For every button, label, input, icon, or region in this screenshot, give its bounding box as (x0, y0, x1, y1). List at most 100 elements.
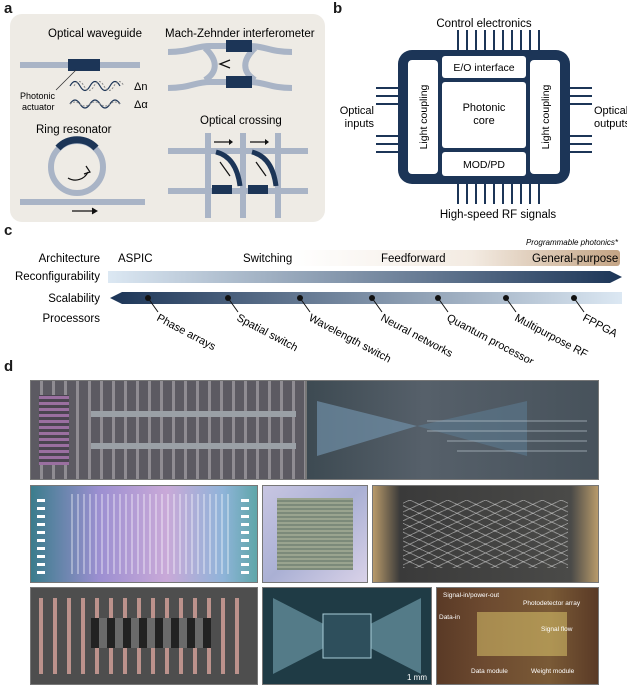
processor-phase-arrays: Phase arrays (155, 312, 218, 353)
row-scalability-label: Scalability (48, 293, 100, 305)
chip-photo-5-mesh (403, 500, 568, 568)
light-coupling-left (408, 60, 438, 174)
left-pins (376, 87, 400, 153)
programmable-photonics-note: Programmable photonics* (526, 238, 619, 247)
mod-pd-block (442, 152, 526, 176)
chip-photo-6 (30, 587, 258, 685)
crossing-arrow-3-icon (219, 161, 231, 177)
crossing-v3 (275, 133, 281, 218)
ring-bus-waveguide (20, 199, 145, 205)
anno-weight-module: Weight module (531, 668, 575, 675)
light-coupling-right-label: Light coupling (540, 84, 552, 149)
row-reconfigurability-label: Reconfigurability (15, 271, 100, 283)
eo-interface-label: E/O interface (453, 62, 514, 74)
chip-photo-3 (30, 485, 258, 583)
chip-photo-6-core (91, 618, 211, 648)
crossing-h1 (168, 148, 308, 154)
mzi-coupler-right (242, 45, 258, 83)
chip-photo-1-bus (91, 411, 296, 417)
crossing-arrow-4-icon (255, 161, 267, 177)
right-pins (568, 87, 592, 153)
wave-attenuated (69, 99, 121, 109)
arch-general-purpose: General-purpose (532, 253, 618, 265)
chip-photo-1-io (39, 395, 69, 465)
photonic-core-block (442, 82, 526, 148)
crossing-actuator-1 (212, 185, 232, 194)
actuator-pointer (55, 69, 77, 91)
crossing-arrowhead-1-icon (229, 139, 233, 145)
bottom-pins (457, 182, 540, 204)
crossing-h2 (168, 188, 308, 194)
ring-circulation-arrow-icon (67, 171, 89, 181)
wave-shifted (73, 81, 125, 91)
chip-photo-8-active-area (477, 612, 567, 656)
chip-photo-2 (306, 380, 599, 480)
rf-signals-label: High-speed RF signals (440, 209, 557, 221)
panel-b-diagram: Control electronics E/O interface Photon… (340, 18, 627, 221)
ring-actuator (55, 136, 99, 151)
scalability-arrow (110, 292, 622, 304)
mod-pd-label: MOD/PD (463, 159, 505, 171)
mzi-actuator-top (226, 40, 252, 52)
arch-feedforward: Feedforward (381, 253, 446, 265)
processor-fppga: FPPGA (581, 312, 620, 340)
anno-data-in: Data-in (439, 614, 460, 621)
crossing-v1 (205, 133, 211, 218)
light-coupling-right (530, 60, 560, 174)
ring-arrowhead-icon (83, 165, 91, 175)
processor-spatial-switch: Spatial switch (235, 312, 300, 354)
reconfigurability-arrow (108, 271, 622, 283)
optical-inputs-label-2: inputs (345, 118, 375, 130)
top-pins (457, 30, 540, 52)
eo-interface-block (442, 56, 526, 78)
mzi-coupler-left (202, 45, 218, 83)
chip-photo-4-array (277, 498, 353, 570)
crossing-switch-2 (251, 149, 279, 187)
chip-photo-8: Signal-in/power-out Photodetector array … (436, 587, 599, 685)
panel-a-diagram: Optical waveguide Photonic actuator Δn Δ… (10, 14, 325, 222)
panel-label-b: b (333, 0, 343, 17)
chip-photo-2-pattern (317, 401, 587, 456)
crossing-v2 (240, 133, 246, 218)
optical-outputs-label-1: Optical (594, 105, 627, 117)
mzi-title: Mach-Zehnder interferometer (165, 28, 315, 40)
panel-label-a: a (4, 0, 13, 17)
chip-photo-3-pads-left (37, 494, 45, 574)
light-coupling-left-label: Light coupling (418, 84, 430, 149)
delta-alpha-label: Δα (134, 99, 148, 111)
chip-photo-7: 1 mm (262, 587, 432, 685)
architecture-bar (290, 250, 620, 266)
chip-photo-3-grating (71, 494, 231, 574)
mzi-arrow-icon (218, 59, 231, 69)
row-processors-label: Processors (42, 313, 100, 325)
bus-arrowhead-icon (91, 207, 98, 215)
chip-photo-1-bus-2 (91, 443, 296, 449)
crossing-arrowhead-2-icon (265, 139, 269, 145)
mzi-actuator-bottom (226, 76, 252, 88)
panel-c-diagram: Architecture Reconfigurability Scalabili… (15, 238, 622, 363)
anno-signal-in: Signal-in/power-out (443, 592, 500, 599)
anno-signal-flow: Signal flow (541, 626, 573, 633)
photonic-actuator (68, 59, 100, 71)
crossing-actuator-2 (248, 185, 268, 194)
control-electronics-label: Control electronics (436, 18, 531, 30)
panel-label-c: c (4, 222, 13, 239)
panel-label-d: d (4, 358, 14, 375)
anno-data-module: Data module (471, 668, 508, 675)
chip-photo-7-pattern (273, 598, 421, 674)
photonic-core-label-2: core (473, 115, 494, 127)
optical-inputs-label-1: Optical (340, 105, 374, 117)
chip-photo-3-pads-right (241, 494, 249, 574)
scale-bar-label: 1 mm (407, 673, 427, 682)
arch-aspic: ASPIC (118, 253, 153, 265)
actuator-label-2: actuator (22, 102, 55, 112)
chip-photo-1 (30, 380, 306, 480)
anno-photodetector: Photodetector array (523, 600, 581, 607)
row-architecture-label: Architecture (39, 253, 100, 265)
crossing-switch-1 (215, 149, 243, 187)
wave-attenuated-dashed (69, 101, 121, 107)
arch-switching: Switching (243, 253, 292, 265)
photonic-core-label-1: Photonic (463, 102, 506, 114)
wave-original (69, 80, 121, 92)
processor-markers (145, 295, 585, 313)
